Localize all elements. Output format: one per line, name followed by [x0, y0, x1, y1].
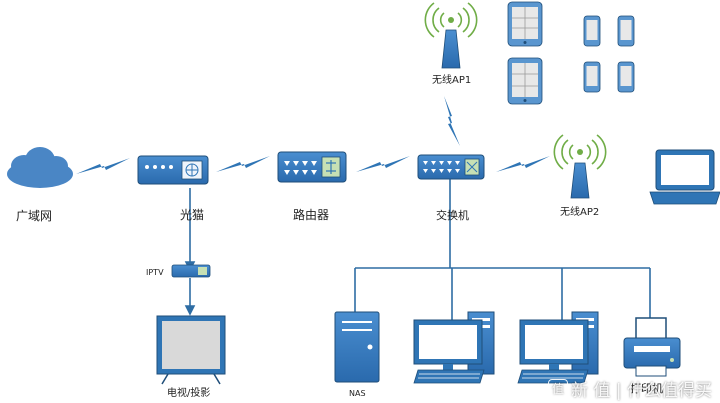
projector-screen-icon	[156, 315, 226, 385]
nas-label: NAS	[349, 389, 366, 398]
nas-tower-icon	[334, 311, 380, 383]
ap2-antenna-icon	[553, 134, 607, 199]
ap2-label: 无线AP2	[560, 205, 599, 218]
ap1-antenna-icon	[424, 2, 478, 69]
ap1-label: 无线AP1	[432, 73, 471, 86]
switch-label: 交换机	[436, 208, 469, 222]
wireless-links	[76, 96, 550, 174]
iptv-label: IPTV	[146, 268, 164, 277]
watermark-badge: 值	[548, 378, 569, 399]
phone-icon	[583, 61, 601, 93]
tablet-icon	[507, 57, 543, 105]
bolt-modem-router	[216, 156, 270, 172]
printer-label: 打印机	[630, 381, 663, 395]
bolt-switch-ap2	[496, 156, 550, 172]
tablet-icon	[507, 1, 543, 47]
desktop-pc-icon	[413, 311, 495, 384]
watermark-text: 新 值 | 什么值得买	[571, 381, 712, 401]
wired-links	[184, 178, 651, 322]
phone-icon	[617, 61, 635, 93]
router-label: 路由器	[293, 207, 329, 222]
watermark: 值 新 值 | 什么值得买	[548, 376, 712, 401]
wan-label: 广域网	[16, 209, 52, 223]
modem-label: 光猫	[180, 208, 204, 222]
router-icon	[277, 151, 347, 183]
iptv-box-icon	[171, 264, 211, 278]
switch-icon	[417, 154, 485, 180]
bolt-router-switch	[356, 156, 410, 172]
desktop-pc-icon	[517, 311, 599, 384]
tv-label: 电视/投影	[167, 386, 210, 399]
laptop-icon	[649, 149, 720, 205]
wan-cloud-icon	[7, 147, 73, 188]
printer-icon	[623, 317, 681, 377]
phone-icon	[617, 15, 635, 47]
bolt-wan-modem	[76, 158, 130, 174]
phone-icon	[583, 15, 601, 47]
bolt-switch-ap1	[444, 96, 460, 146]
modem-icon	[137, 155, 209, 185]
